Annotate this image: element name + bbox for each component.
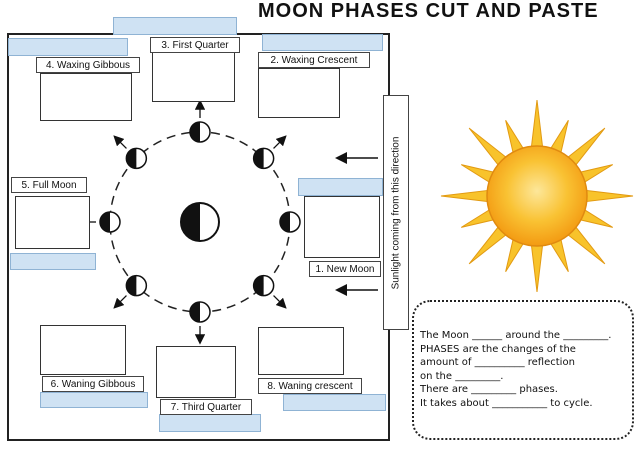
sun-ray [530,243,544,293]
moon-dark-half [126,275,137,296]
fill-in-line-3: amount of __________ reflection [420,357,575,368]
sun-core [486,145,588,247]
sunlight-direction-label: Sunlight coming from this direction [383,95,409,330]
picture-box-new-moon[interactable] [304,196,380,258]
arrow-icon [273,295,287,309]
moon-icon [252,274,275,297]
earth-dark-half [181,203,200,241]
label-waning-crescent: 8. Waning crescent [258,378,362,394]
label-third-quarter: 7. Third Quarter [160,399,252,415]
moon-dark-half [190,122,200,142]
answer-box-bottom-center[interactable] [159,414,261,432]
moon-dark-half [100,212,110,232]
answer-box-top-center[interactable] [113,17,237,35]
picture-box-waning-crescent[interactable] [258,327,344,375]
label-waxing-gibbous: 4. Waxing Gibbous [36,57,140,73]
fill-in-line-1: The Moon ______ around the _________. [420,330,612,341]
answer-box-top-left[interactable] [8,38,128,56]
answer-box-bottom-left[interactable] [40,392,148,408]
sun-icon [440,99,634,293]
answer-box-left[interactable] [10,253,96,270]
label-waning-gibbous: 6. Waning Gibbous [42,376,144,392]
label-full-moon: 5. Full Moon [11,177,87,193]
moon-dark-half [190,302,200,322]
arrow-icon [273,135,287,149]
arrow-icon [113,295,127,309]
moon-icon [189,121,211,143]
picture-box-waning-gibbous[interactable] [40,325,126,375]
moon-icon [252,147,275,170]
sunlight-arrows [335,152,378,296]
fill-in-line-5: There are _________ phases. [420,384,558,395]
picture-box-first-quarter[interactable] [152,52,235,102]
picture-box-waxing-crescent[interactable] [258,68,340,118]
label-waxing-crescent: 2. Waxing Crescent [258,52,370,68]
orbiting-moons [99,121,301,323]
answer-box-top-right[interactable] [262,34,383,51]
fill-in-line-2: PHASES are the changes of the [420,343,576,355]
earth-icon [180,202,220,242]
picture-box-full-moon[interactable] [15,196,90,249]
label-first-quarter: 3. First Quarter [150,37,240,53]
moon-icon [125,147,148,170]
moon-dark-half [280,212,290,232]
fill-in-line-4: on the _________. [420,370,504,382]
moon-icon [125,274,148,297]
moon-icon [189,301,211,323]
sun-ray [584,189,634,203]
page-title: MOON PHASES CUT AND PASTE [258,0,599,22]
picture-box-waxing-gibbous[interactable] [40,73,132,121]
sun-ray [530,99,544,149]
fill-in-line-6: It takes about ___________ to cycle. [420,397,593,409]
sunlight-direction-text: Sunlight coming from this direction [390,136,402,289]
answer-box-right[interactable] [298,178,383,196]
moon-dark-half [126,148,137,169]
picture-box-third-quarter[interactable] [156,346,236,398]
answer-box-bottom-right[interactable] [283,394,386,411]
moon-dark-half [253,148,264,169]
label-new-moon: 1. New Moon [309,261,381,277]
fill-in-box: The Moon ______ around the _________. PH… [412,300,634,440]
sun-ray [440,189,490,203]
moon-dark-half [253,275,264,296]
moon-icon [99,211,121,233]
moon-icon [279,211,301,233]
arrow-icon [113,135,127,149]
